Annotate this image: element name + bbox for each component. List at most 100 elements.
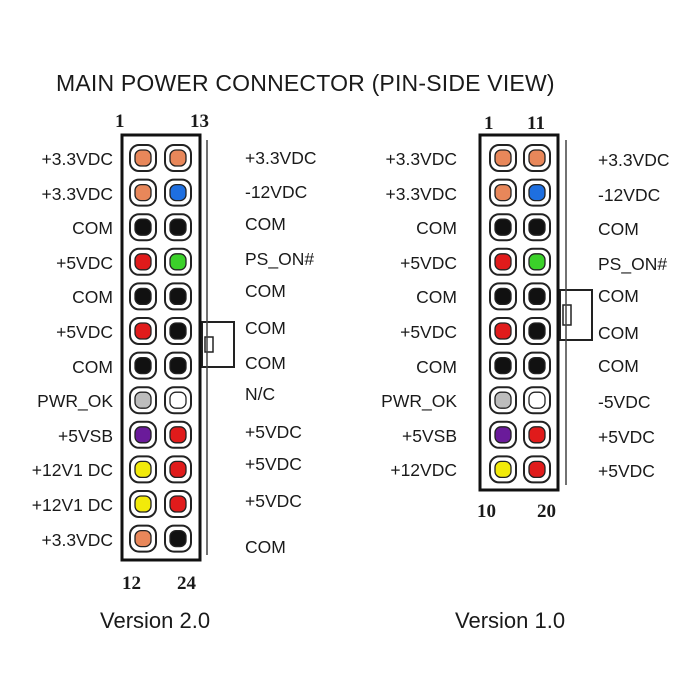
connector-v1 xyxy=(478,133,593,492)
pin-label-v1-right-7: -5VDC xyxy=(598,392,651,413)
pin-number-v2-bottom-left: 12 xyxy=(122,573,141,594)
pin-v1-left-1-wire-orange xyxy=(494,183,512,202)
pin-v1-right-5-wire-black xyxy=(528,322,546,340)
pin-v1-right-0-wire-orange xyxy=(528,149,546,167)
pin-v1-left-2-wire-black xyxy=(494,218,512,236)
pin-label-v2-right-10: +5VDC xyxy=(245,491,302,511)
pin-label-v1-right-1: -12VDC xyxy=(598,184,661,205)
pin-label-v2-right-7: N/C xyxy=(245,384,276,405)
pin-number-v2-top-left: 1 xyxy=(115,111,125,132)
pin-v2-left-5-wire-red xyxy=(134,322,152,340)
pin-label-v2-left-4: COM xyxy=(72,287,113,308)
pin-label-v1-right-5: COM xyxy=(598,323,639,343)
pin-v2-left-6-wire-black xyxy=(134,356,152,375)
pin-label-v1-left-2: COM xyxy=(416,218,457,239)
pin-label-v1-right-3: PS_ON# xyxy=(598,253,668,274)
pin-v2-right-10-wire-red xyxy=(169,495,187,513)
pin-number-v1-top-right: 11 xyxy=(527,113,545,134)
pin-label-v1-right-9: +5VDC xyxy=(598,461,655,482)
pin-label-v1-left-6: COM xyxy=(416,356,457,377)
pin-label-v2-right-2: COM xyxy=(245,214,286,235)
pin-v2-right-6-wire-black xyxy=(169,356,187,375)
latch-notch-v2 xyxy=(204,336,214,353)
pin-label-v2-left-2: COM xyxy=(72,218,113,239)
pin-v2-right-11-wire-black xyxy=(169,529,187,548)
pin-label-v2-right-5: COM xyxy=(245,318,286,338)
pin-v1-left-6-wire-black xyxy=(494,356,512,375)
pin-label-v2-left-5: +5VDC xyxy=(56,322,113,342)
pin-v2-left-3-wire-red xyxy=(134,253,152,271)
pin-v2-right-1-wire-blue xyxy=(169,183,187,202)
pin-label-v1-right-0: +3.3VDC xyxy=(598,150,670,170)
pin-label-v2-right-6: COM xyxy=(245,352,286,373)
pin-v2-left-7-wire-gray xyxy=(134,391,152,409)
pin-v1-right-1-wire-blue xyxy=(528,183,546,202)
pin-number-v1-top-left: 1 xyxy=(484,113,494,134)
pin-v1-left-9-wire-yellow xyxy=(494,460,512,479)
version-label-v2: Version 2.0 xyxy=(100,608,211,633)
pin-v1-right-3-wire-green xyxy=(528,253,546,271)
pin-label-v2-left-6: COM xyxy=(72,356,113,377)
pin-label-v2-left-7: PWR_OK xyxy=(37,391,113,412)
pin-label-v2-left-0: +3.3VDC xyxy=(41,149,114,169)
pin-v1-left-7-wire-gray xyxy=(494,391,512,409)
pin-v2-left-9-wire-yellow xyxy=(134,460,152,479)
pin-v2-right-5-wire-black xyxy=(169,322,187,340)
pin-label-v2-right-1: -12VDC xyxy=(245,181,308,202)
connector-housing-v2 xyxy=(120,133,202,562)
pin-v2-right-7-wire-white xyxy=(169,391,187,409)
pin-v1-left-3-wire-red xyxy=(494,253,512,271)
pin-v2-left-1-wire-orange xyxy=(134,183,152,202)
pin-v2-left-2-wire-black xyxy=(134,218,152,236)
pin-v2-right-8-wire-red xyxy=(169,426,187,444)
pin-v2-left-11-wire-orange xyxy=(134,529,152,548)
pin-v2-left-0-wire-orange xyxy=(134,149,152,167)
pin-label-v1-left-1: +3.3VDC xyxy=(385,183,458,204)
pin-label-v2-left-9: +12V1 DC xyxy=(31,460,113,481)
pin-v2-right-4-wire-black xyxy=(169,287,187,306)
pin-label-v2-left-3: +5VDC xyxy=(56,252,113,273)
pin-v1-right-8-wire-red xyxy=(528,426,546,444)
pin-number-v2-top-right: 13 xyxy=(190,111,209,132)
pin-label-v2-right-0: +3.3VDC xyxy=(245,148,317,168)
pin-label-v2-right-4: COM xyxy=(245,281,286,302)
pin-v1-right-4-wire-black xyxy=(528,287,546,306)
pin-v1-left-5-wire-red xyxy=(494,322,512,340)
pin-v2-right-3-wire-green xyxy=(169,253,187,271)
pin-label-v2-right-8: +5VDC xyxy=(245,421,302,442)
pin-v2-left-4-wire-black xyxy=(134,287,152,306)
pin-v2-right-2-wire-black xyxy=(169,218,187,236)
pin-label-v2-right-3: PS_ON# xyxy=(245,248,315,269)
pin-label-v2-left-10: +12V1 DC xyxy=(31,495,113,515)
pin-label-v1-right-6: COM xyxy=(598,355,639,376)
pin-label-v1-right-2: COM xyxy=(598,219,639,240)
pin-label-v2-left-1: +3.3VDC xyxy=(41,183,114,204)
pin-label-v1-left-7: PWR_OK xyxy=(381,391,457,412)
pin-label-v1-right-4: COM xyxy=(598,286,639,307)
latch-notch-v1 xyxy=(562,304,572,326)
pin-label-v2-right-11: COM xyxy=(245,536,286,557)
pin-v1-left-0-wire-orange xyxy=(494,149,512,167)
pin-label-v1-left-8: +5VSB xyxy=(402,425,457,446)
pin-v2-right-0-wire-orange xyxy=(169,149,187,167)
diagram-title: MAIN POWER CONNECTOR (PIN-SIDE VIEW) xyxy=(56,70,555,96)
pin-label-v1-right-8: +5VDC xyxy=(598,426,655,447)
version-label-v1: Version 1.0 xyxy=(455,608,566,633)
pin-number-v1-bottom-left: 10 xyxy=(477,501,496,522)
pin-v2-right-9-wire-red xyxy=(169,460,187,479)
connector-v2 xyxy=(120,133,235,562)
pin-label-v1-left-4: COM xyxy=(416,287,457,308)
pin-label-v1-left-9: +12VDC xyxy=(390,460,457,481)
pin-v1-left-4-wire-black xyxy=(494,287,512,306)
pin-number-v2-bottom-right: 24 xyxy=(177,573,196,594)
pin-v1-right-9-wire-red xyxy=(528,460,546,479)
pin-v2-left-10-wire-yellow xyxy=(134,495,152,513)
pin-label-v2-left-8: +5VSB xyxy=(58,425,113,446)
pin-label-v1-left-3: +5VDC xyxy=(400,252,457,273)
pin-v1-left-8-wire-purple xyxy=(494,426,512,444)
pin-number-v1-bottom-right: 20 xyxy=(537,501,556,522)
pin-label-v1-left-5: +5VDC xyxy=(400,322,457,342)
pin-v1-right-7-wire-white xyxy=(528,391,546,409)
pin-v1-right-6-wire-black xyxy=(528,356,546,375)
